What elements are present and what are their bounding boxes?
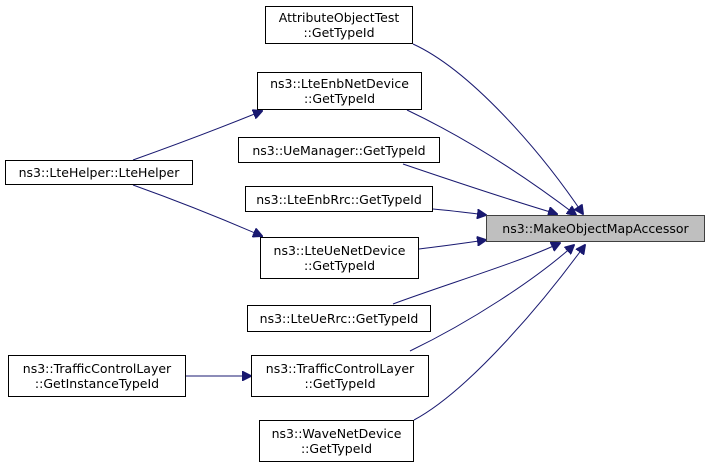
- edge-lteenbnetdevice-to-root: [406, 109, 576, 215]
- edge-lteenbrrc-to-root: [432, 208, 486, 215]
- node-trafficcontrollayer-getinstancetypeid[interactable]: ns3::TrafficControlLayer ::GetInstanceTy…: [8, 355, 186, 397]
- node-lteuerrc-gettypeid[interactable]: ns3::LteUeRrc::GetTypeId: [247, 305, 431, 332]
- edge-trafficcontrollayer-to-root: [409, 245, 574, 352]
- node-trafficcontrollayer-gettypeid[interactable]: ns3::TrafficControlLayer ::GetTypeId: [251, 355, 429, 397]
- node-lteenbnetdevice-gettypeid[interactable]: ns3::LteEnbNetDevice ::GetTypeId: [257, 72, 422, 110]
- node-attributeobjecttest-gettypeid[interactable]: AttributeObjectTest ::GetTypeId: [265, 6, 413, 44]
- edge-lteuerrc-to-root: [392, 243, 560, 305]
- node-lteuenetdevice-gettypeid[interactable]: ns3::LteUeNetDevice ::GetTypeId: [260, 237, 419, 279]
- node-lteenbrrc-gettypeid[interactable]: ns3::LteEnbRrc::GetTypeId: [245, 186, 433, 212]
- node-makeobjectmapaccessor: ns3::MakeObjectMapAccessor: [486, 215, 705, 242]
- node-wavenetdevice-gettypeid[interactable]: ns3::WaveNetDevice ::GetTypeId: [259, 420, 414, 462]
- edge-attributeobjecttest-to-root: [412, 43, 583, 214]
- edge-uemanager-to-root: [402, 163, 557, 214]
- node-ltehelper-ltehelper[interactable]: ns3::LteHelper::LteHelper: [5, 160, 193, 185]
- edge-ltehelper-to-lteuenetdevice: [132, 184, 262, 236]
- edge-lteuenetdevice-to-root: [418, 240, 486, 250]
- node-uemanager-gettypeid[interactable]: ns3::UeManager::GetTypeId: [238, 137, 440, 163]
- edge-ltehelper-to-lteenbnetdevice: [132, 111, 262, 161]
- edge-wavenetdevice-to-root: [413, 245, 585, 421]
